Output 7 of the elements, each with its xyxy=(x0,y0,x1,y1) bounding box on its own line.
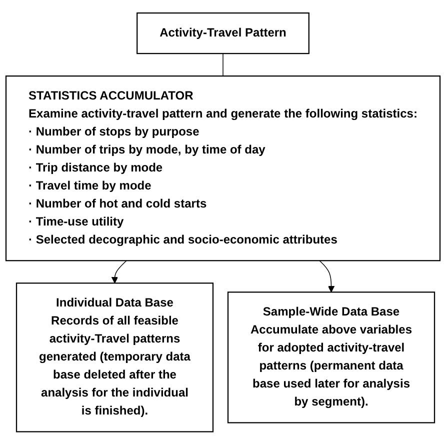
node-box: STATISTICS ACCUMULATOR Examine activity-travel pattern and generate the following statistics: · Number of stops by purpose · Number of trips by mode, by time of day · Trip distance by mode · Travel time by mode · Number of hot and cold starts · Time-use utility · Selected decographic and socio-economic attributes xyxy=(5,75,441,261)
node-box: Sample-Wide Data Base Accumulate above variables for adopted activity-travel patterns (permanent data base used later for analysis by segment). xyxy=(227,291,436,423)
node-box: Individual Data Base Records of all feasible activity-Travel patterns generated (temporary data base deleted after the analysis for the individual is finished). xyxy=(16,282,214,432)
arrow xyxy=(319,260,335,292)
arrow xyxy=(111,260,127,284)
node-box: Activity-Travel Pattern xyxy=(136,12,310,54)
connector xyxy=(222,52,224,76)
